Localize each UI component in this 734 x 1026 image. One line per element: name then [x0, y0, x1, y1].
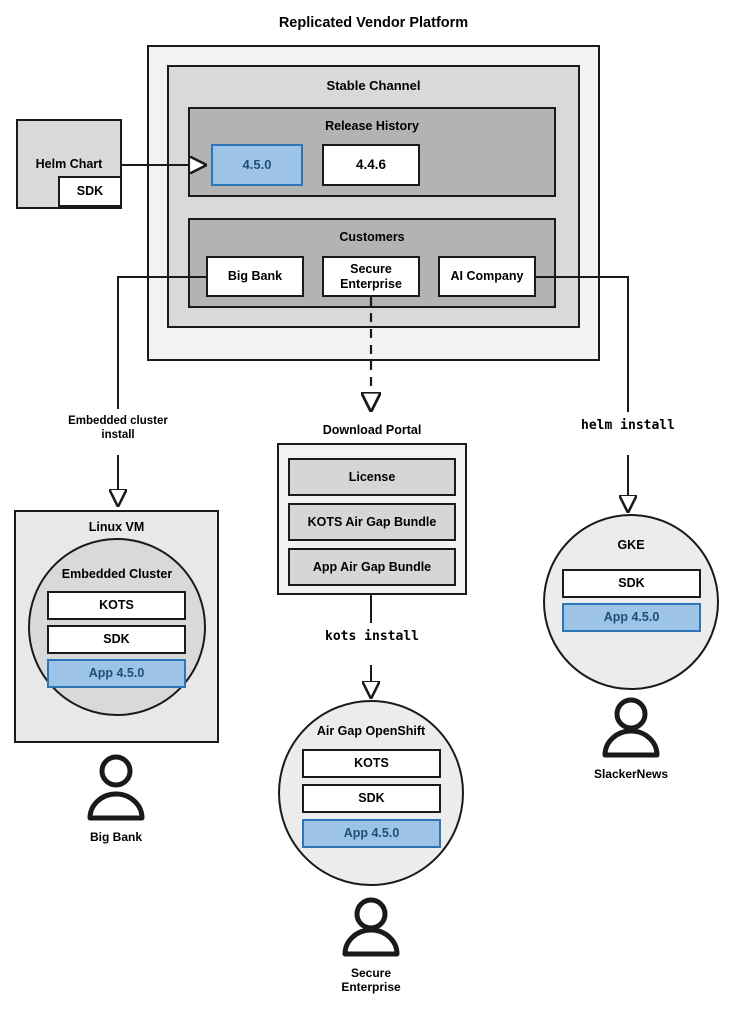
stable-channel-title: Stable Channel [326, 78, 421, 93]
persona-label-slackernews: SlackerNews [593, 767, 669, 781]
page-title: Replicated Vendor Platform [278, 15, 469, 31]
air-gap-openshift-title: Air Gap OpenShift [316, 724, 426, 738]
helm-chart-title: Helm Chart [35, 157, 103, 171]
customer-secure-enterprise[interactable]: Secure Enterprise [322, 256, 420, 297]
edge-label-helm-install: helm install [581, 418, 675, 433]
openshift-component-app[interactable]: App 4.5.0 [302, 819, 441, 848]
embedded-cluster-title: Embedded Cluster [61, 567, 173, 581]
download-portal-title: Download Portal [322, 423, 422, 437]
linux-vm-component-kots[interactable]: KOTS [47, 591, 186, 620]
openshift-component-sdk[interactable]: SDK [302, 784, 441, 813]
openshift-component-kots[interactable]: KOTS [302, 749, 441, 778]
persona-label-secure-enterprise: Secure Enterprise [341, 966, 401, 995]
person-icon-slackernews [602, 697, 660, 758]
edge-label-kots-install: kots install [325, 629, 419, 644]
edge-label-embedded-cluster-install: Embedded cluster install [68, 415, 168, 441]
gke-component-sdk[interactable]: SDK [562, 569, 701, 598]
gke-circle [543, 514, 719, 690]
customer-big-bank[interactable]: Big Bank [206, 256, 304, 297]
release-item-4-4-6[interactable]: 4.4.6 [322, 144, 420, 186]
gke-title: GKE [617, 538, 645, 552]
helm-chart-sdk-box[interactable]: SDK [58, 176, 122, 207]
release-history-title: Release History [325, 119, 419, 133]
linux-vm-component-app[interactable]: App 4.5.0 [47, 659, 186, 688]
portal-item-app-air-gap-bundle[interactable]: App Air Gap Bundle [288, 548, 456, 586]
customers-title: Customers [339, 230, 405, 244]
persona-label-big-bank: Big Bank [89, 830, 142, 844]
gke-component-app[interactable]: App 4.5.0 [562, 603, 701, 632]
portal-item-license[interactable]: License [288, 458, 456, 496]
linux-vm-component-sdk[interactable]: SDK [47, 625, 186, 654]
portal-item-kots-air-gap-bundle[interactable]: KOTS Air Gap Bundle [288, 503, 456, 541]
release-item-4-5-0[interactable]: 4.5.0 [211, 144, 303, 186]
customer-ai-company[interactable]: AI Company [438, 256, 536, 297]
linux-vm-title: Linux VM [88, 520, 145, 534]
person-icon-big-bank [87, 754, 145, 821]
person-icon-secure-enterprise [342, 897, 400, 957]
